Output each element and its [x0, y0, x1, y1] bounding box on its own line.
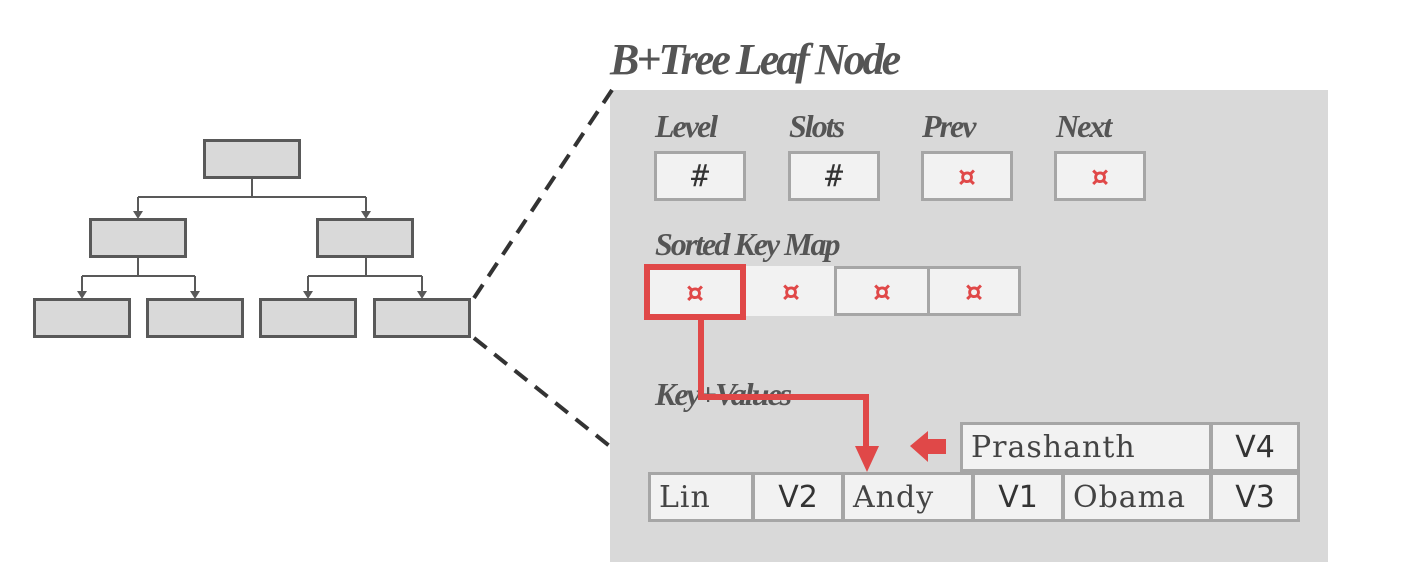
- tree-edges: [81, 179, 423, 292]
- key-map-pointer-icon: ¤: [873, 274, 891, 308]
- tree-leaf-node-2: [146, 298, 244, 338]
- incoming-key: Prashanth: [971, 429, 1136, 465]
- prev-label: Prev: [922, 108, 976, 144]
- prev-pointer-icon: ¤: [958, 159, 976, 193]
- entry-key-cell-3: Obama: [1062, 472, 1212, 522]
- key-map-slot-3: ¤: [834, 266, 930, 316]
- key-map-pointer-icon: ¤: [965, 274, 983, 308]
- tree-inner-node-right: [316, 218, 414, 258]
- tree-root-node: [203, 139, 301, 179]
- entry-value: V1: [998, 479, 1038, 515]
- prev-pointer-box: ¤: [921, 151, 1013, 201]
- incoming-key-cell: Prashanth: [960, 422, 1212, 472]
- level-label: Level: [655, 108, 718, 144]
- key-map-pointer-arrowhead: [855, 446, 879, 472]
- entry-key: Lin: [659, 479, 711, 515]
- entry-value: V2: [778, 479, 818, 515]
- sorted-key-map-label: Sorted Key Map: [655, 226, 841, 262]
- level-value-box: #: [654, 151, 746, 201]
- entry-key-cell-1: Lin: [648, 472, 754, 522]
- key-map-slot-2: ¤: [746, 266, 836, 316]
- tree-inner-node-left: [89, 218, 187, 258]
- entry-key-cell-2: Andy: [842, 472, 974, 522]
- entry-value-cell-1: V2: [752, 472, 844, 522]
- level-value: #: [690, 158, 710, 194]
- key-map-slot-4: ¤: [927, 266, 1021, 316]
- tree-edge-arrowheads: [77, 211, 427, 299]
- next-pointer-box: ¤: [1054, 151, 1146, 201]
- slots-value: #: [824, 158, 844, 194]
- diagram-title: B+Tree Leaf Node: [610, 35, 901, 84]
- entry-value: V3: [1235, 479, 1275, 515]
- slots-value-box: #: [788, 151, 880, 201]
- entry-value-cell-3: V3: [1210, 472, 1300, 522]
- tree-leaf-node-4: [373, 298, 471, 338]
- incoming-value-cell: V4: [1210, 422, 1300, 472]
- key-map-pointer-arrow: [698, 320, 869, 448]
- key-map-pointer-icon: ¤: [686, 275, 704, 309]
- zoom-lines: [472, 88, 614, 450]
- entry-key: Obama: [1073, 479, 1187, 515]
- tree-leaf-node-3: [259, 298, 357, 338]
- tree-leaf-node-1: [33, 298, 131, 338]
- incoming-value: V4: [1235, 429, 1275, 465]
- entry-key: Andy: [853, 479, 935, 515]
- next-label: Next: [1056, 108, 1112, 144]
- insert-arrow: [910, 431, 946, 462]
- key-map-pointer-icon: ¤: [782, 274, 800, 308]
- next-pointer-icon: ¤: [1091, 159, 1109, 193]
- key-map-slot-1: ¤: [644, 264, 746, 320]
- slots-label: Slots: [789, 108, 845, 144]
